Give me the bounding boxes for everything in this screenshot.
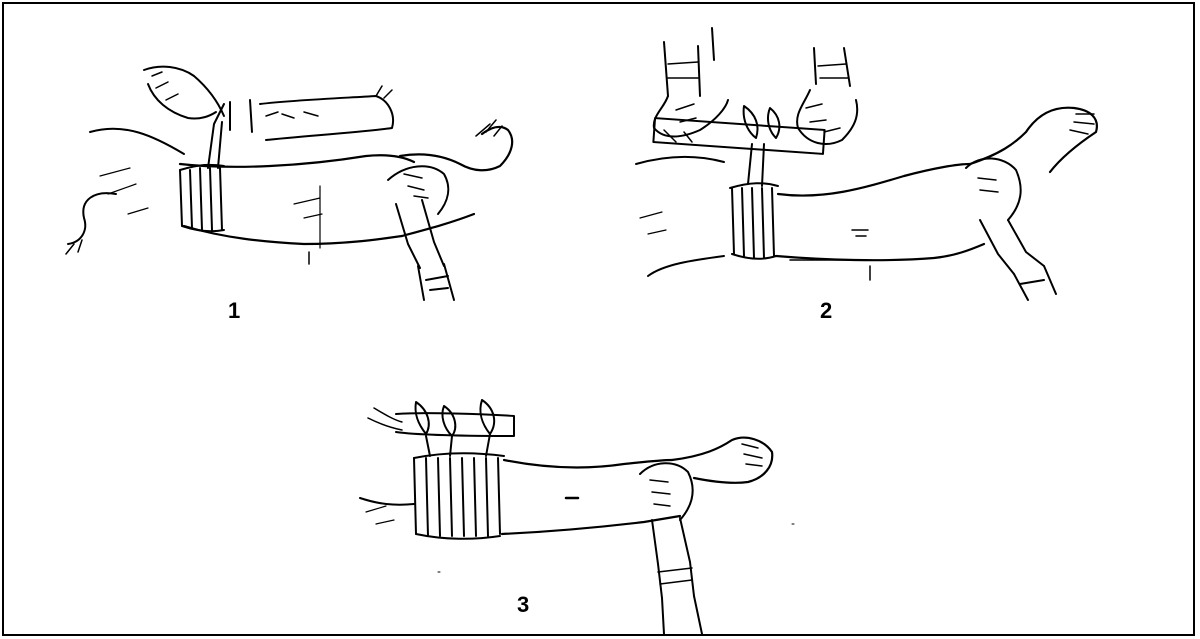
panel-3-drawing xyxy=(360,400,794,634)
panel-2-label: 2 xyxy=(820,300,832,322)
panel-1-drawing xyxy=(66,67,512,300)
panel-3-label: 3 xyxy=(517,594,529,616)
panel-2-drawing xyxy=(636,28,1097,300)
panel-1-label: 1 xyxy=(228,300,240,322)
tourniquet-illustration xyxy=(4,4,1195,636)
